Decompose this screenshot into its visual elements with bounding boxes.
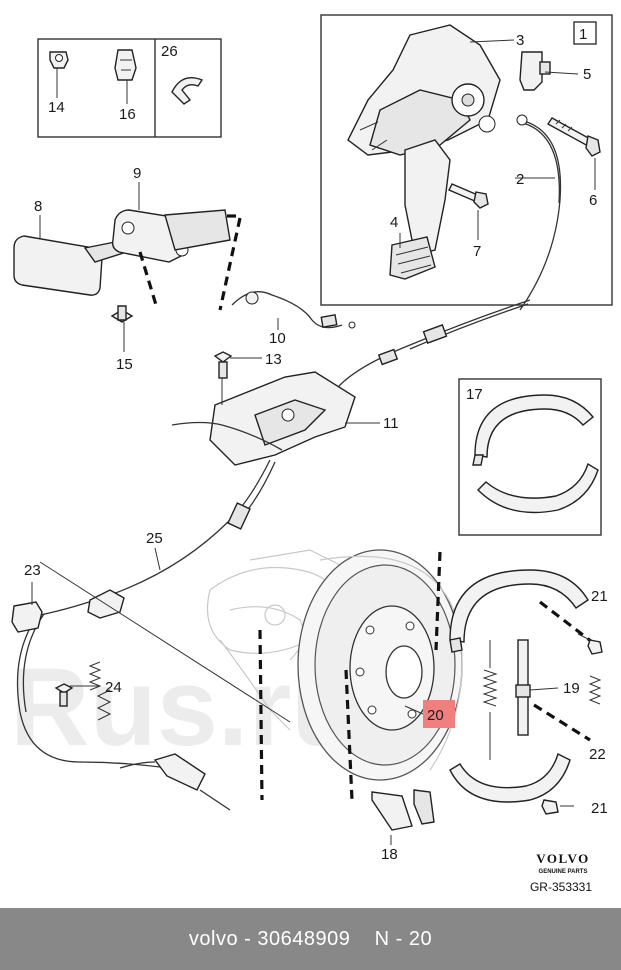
callout-10: 10 bbox=[269, 330, 286, 347]
part-23-grommet bbox=[11, 601, 43, 633]
callout-26: 26 bbox=[161, 43, 178, 60]
callout-25: 25 bbox=[146, 530, 163, 547]
callout-1: 1 bbox=[579, 26, 587, 43]
part-19-adjuster bbox=[515, 639, 531, 736]
exploded-parts-diagram: Rus.ru bbox=[10, 14, 613, 894]
callout-21-lower: 21 bbox=[591, 800, 608, 817]
callout-8: 8 bbox=[34, 198, 42, 215]
callout-19: 19 bbox=[563, 680, 580, 697]
clip-parts-box bbox=[37, 38, 222, 138]
part-24-spring bbox=[88, 661, 112, 721]
callout-labels: 1 3 5 2 6 4 7 26 14 16 9 8 10 15 13 11 1… bbox=[24, 26, 608, 863]
part-5-sensor bbox=[519, 51, 551, 91]
cable-end-fitting bbox=[119, 753, 231, 811]
part-13-bolt bbox=[213, 351, 233, 379]
part-21-pin-lower bbox=[541, 799, 574, 815]
callout-24: 24 bbox=[105, 679, 122, 696]
part-11-equalizer-bracket bbox=[171, 371, 356, 466]
lower-brake-shoe bbox=[449, 753, 571, 803]
brand-logo: VOLVO bbox=[536, 851, 589, 866]
callout-3: 3 bbox=[516, 32, 524, 49]
part-20-spring bbox=[482, 640, 498, 760]
callout-18: 18 bbox=[381, 846, 398, 863]
leader-lines bbox=[31, 39, 596, 845]
callout-9: 9 bbox=[133, 165, 141, 182]
callout-16: 16 bbox=[119, 106, 136, 123]
diagram-code: GR-353331 bbox=[530, 880, 592, 894]
part-15-screw bbox=[110, 305, 134, 323]
part-6-bolt bbox=[546, 117, 601, 157]
callout-7: 7 bbox=[473, 243, 481, 260]
part-26-clip bbox=[171, 77, 204, 105]
part-21-pin-upper bbox=[577, 633, 603, 655]
part-16-clip bbox=[114, 49, 137, 81]
part-4-pedal-arm bbox=[389, 139, 451, 280]
callout-21: 21 bbox=[591, 588, 608, 605]
brand-block: VOLVO GENUINE PARTS GR-353331 bbox=[530, 851, 592, 894]
footer-separator: - bbox=[238, 927, 258, 950]
upper-brake-shoe bbox=[449, 569, 589, 653]
part-22-spring bbox=[588, 675, 602, 705]
callout-6: 6 bbox=[589, 192, 597, 209]
part-9-bracket bbox=[111, 209, 231, 263]
callout-4: 4 bbox=[390, 214, 398, 231]
part-24-bolt bbox=[54, 683, 74, 707]
footer-position: N - 20 bbox=[374, 927, 433, 950]
footer-bar: volvo - 30648909 N - 20 bbox=[0, 908, 621, 970]
pedal-assembly-box bbox=[320, 14, 613, 311]
callout-22: 22 bbox=[589, 746, 606, 763]
callout-20: 20 bbox=[427, 707, 444, 724]
callout-13: 13 bbox=[265, 351, 282, 368]
part-18-lever bbox=[371, 789, 435, 831]
callout-15: 15 bbox=[116, 356, 133, 373]
callout-20-highlight bbox=[423, 700, 455, 728]
footer-brand: volvo bbox=[188, 927, 239, 950]
part-10-cable bbox=[231, 291, 356, 329]
brand-tagline: GENUINE PARTS bbox=[539, 869, 588, 875]
callout-17: 17 bbox=[466, 386, 483, 403]
callout-23: 23 bbox=[24, 562, 41, 579]
brake-disc bbox=[297, 549, 463, 781]
callout-14: 14 bbox=[48, 99, 65, 116]
callout-5: 5 bbox=[583, 66, 591, 83]
callout-11: 11 bbox=[383, 415, 399, 432]
brake-shoe-set-box bbox=[458, 378, 602, 536]
footer-gap bbox=[350, 928, 374, 951]
part-3-pedal-bracket bbox=[347, 24, 501, 156]
callout-2: 2 bbox=[516, 171, 524, 188]
part-14-clip bbox=[49, 51, 69, 69]
part-7-bolt bbox=[448, 183, 489, 209]
footer-part-number: 30648909 bbox=[257, 927, 351, 950]
